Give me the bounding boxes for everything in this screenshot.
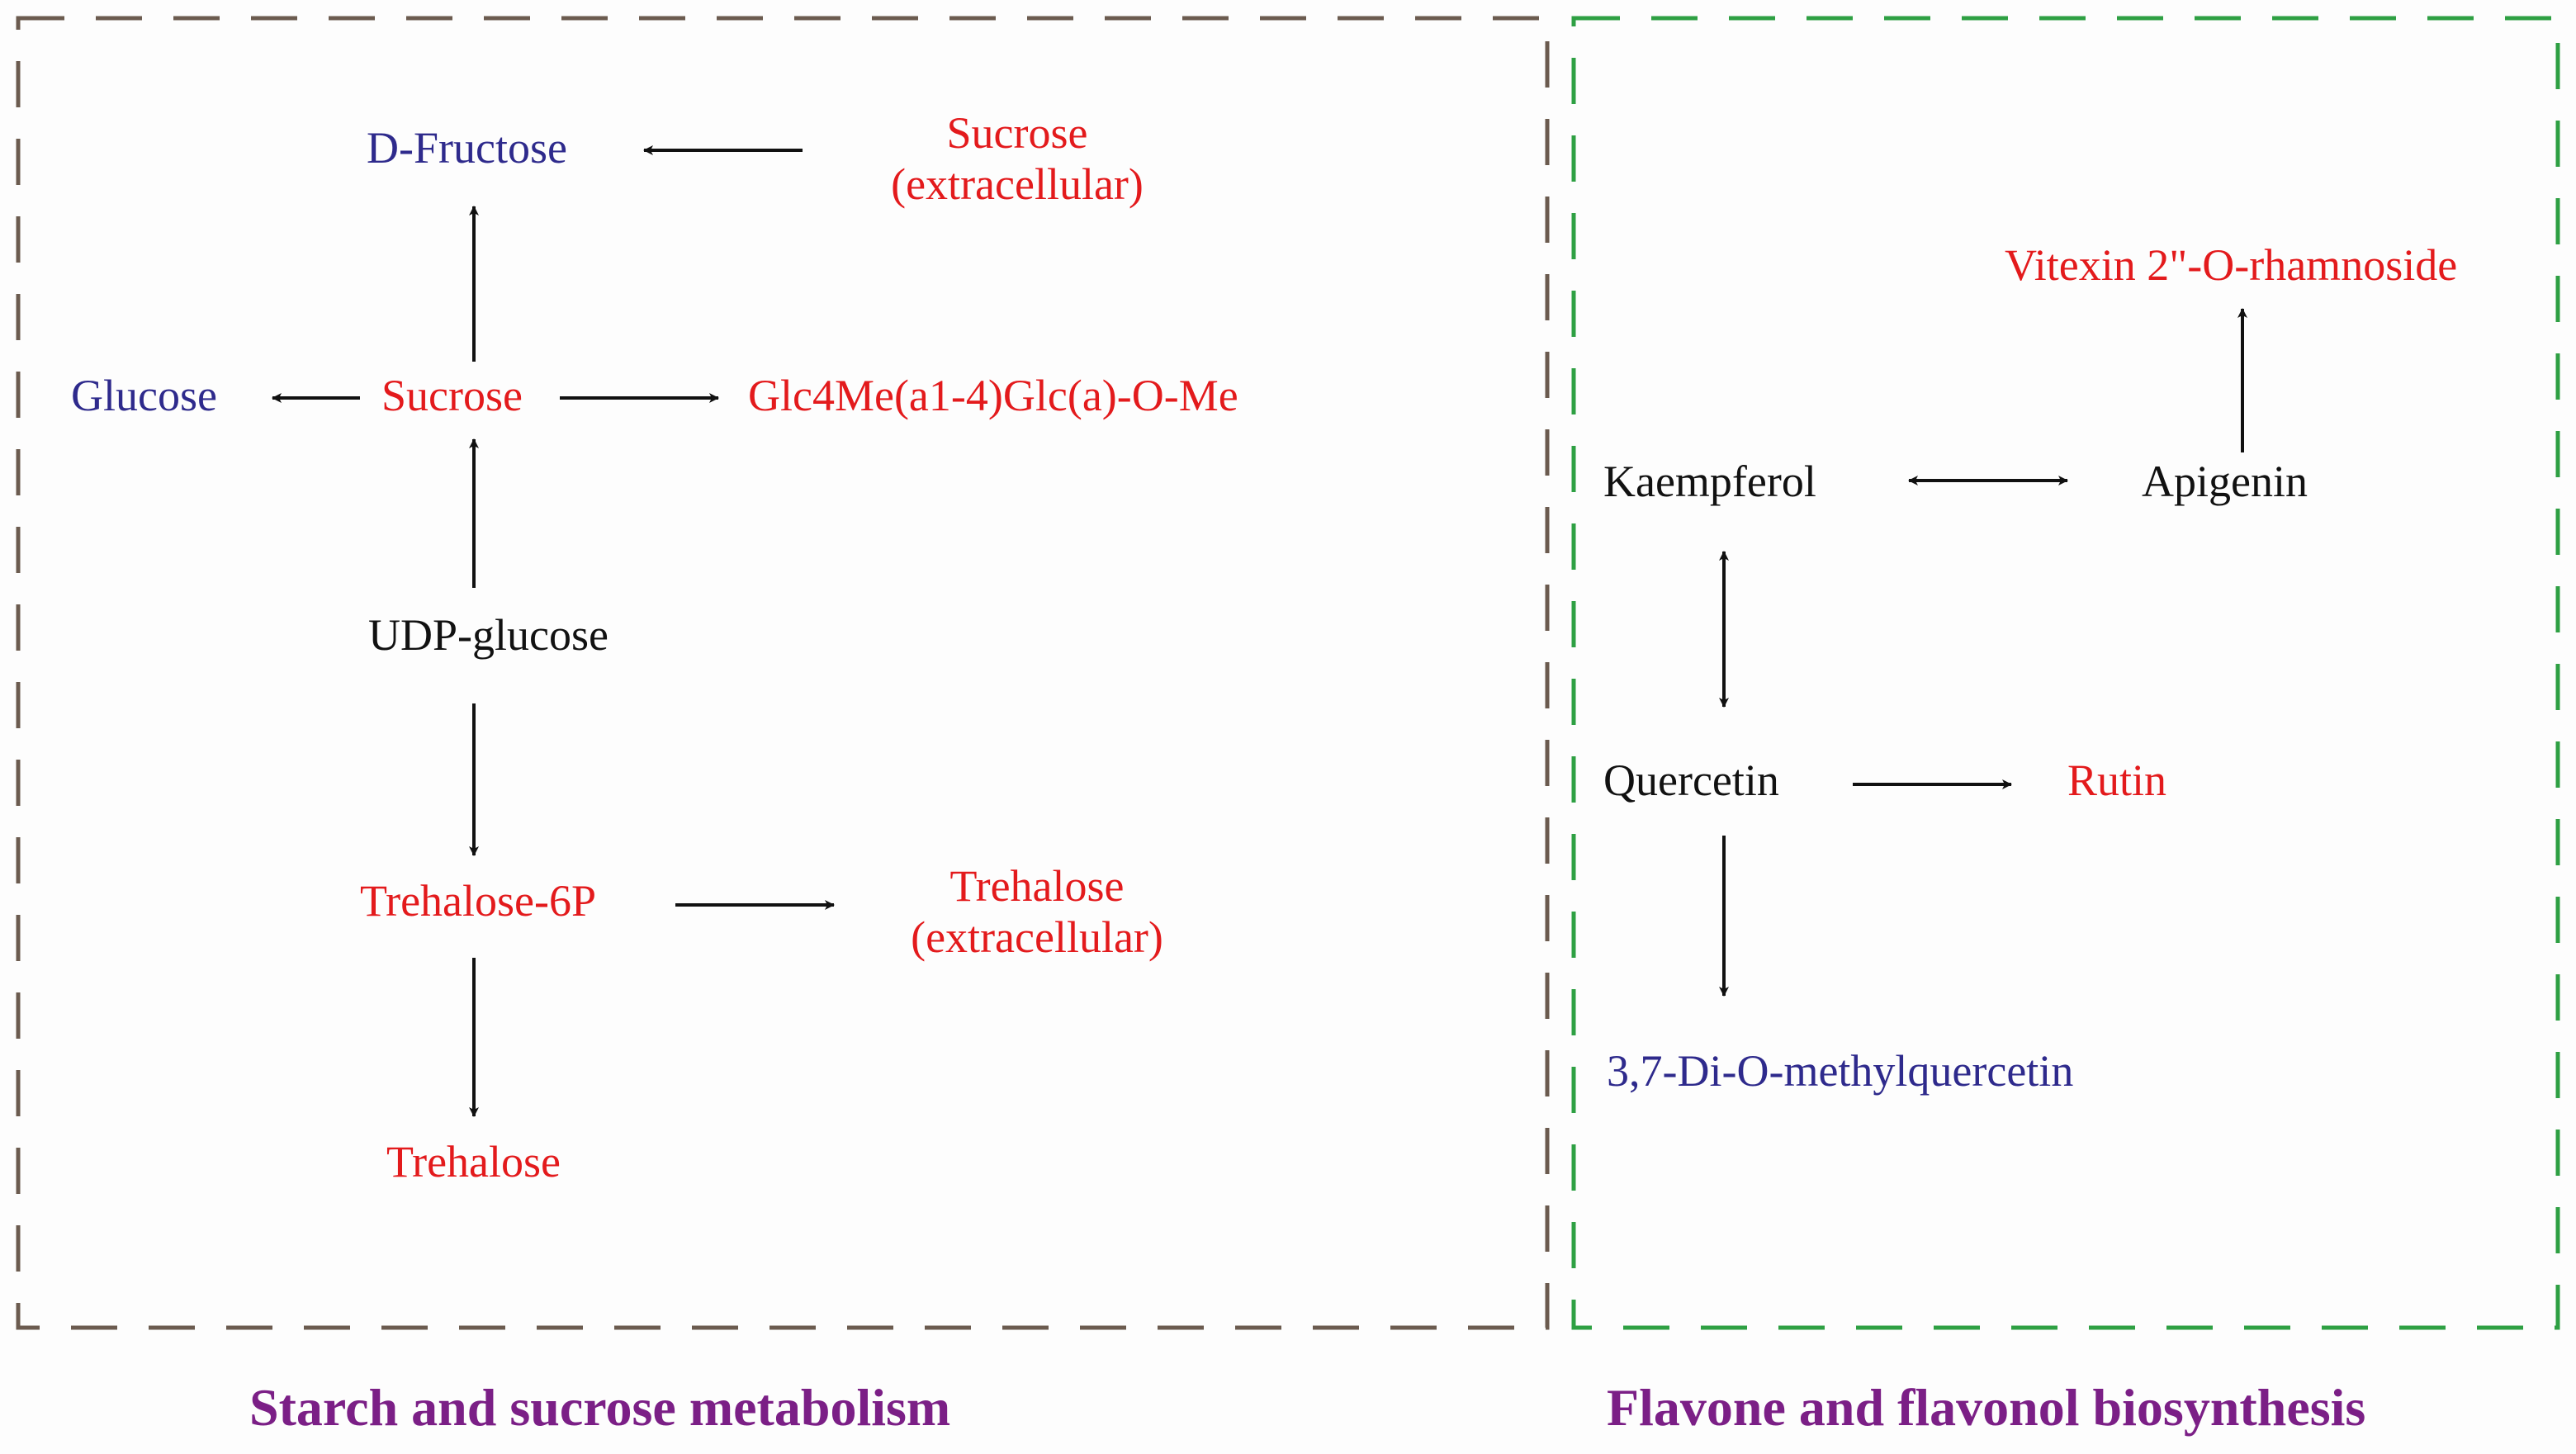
- node-glc4me: Glc4Me(a1-4)Glc(a)-O-Me: [748, 371, 1238, 420]
- right-panel-frame: [1571, 16, 2560, 1330]
- node-rutin: Rutin: [2067, 755, 2167, 805]
- node-trehalose-extracellular: Trehalose (extracellular): [911, 861, 1163, 963]
- node-d-fructose: D-Fructose: [367, 123, 567, 173]
- node-dimethylquercetin: 3,7-Di-O-methylquercetin: [1607, 1046, 2074, 1096]
- node-trehalose: Trehalose: [386, 1137, 561, 1186]
- flavone-panel-border: [1571, 16, 2560, 1330]
- node-glucose: Glucose: [71, 371, 217, 420]
- node-kaempferol: Kaempferol: [1603, 457, 1816, 506]
- node-sucrose-extracellular: Sucrose (extracellular): [891, 108, 1144, 210]
- node-vitexin-rhamnoside: Vitexin 2"-O-rhamnoside: [2005, 240, 2458, 290]
- node-quercetin: Quercetin: [1603, 755, 1779, 805]
- reaction-arrows: [272, 145, 2247, 1117]
- flavone-panel-caption: Flavone and flavonol biosynthesis: [1607, 1378, 2366, 1437]
- node-udp-glucose: UDP-glucose: [368, 610, 608, 660]
- starch-panel-caption: Starch and sucrose metabolism: [249, 1378, 951, 1437]
- node-trehalose-6p: Trehalose-6P: [360, 876, 597, 926]
- starch-panel-border: [16, 16, 1550, 1330]
- left-panel-frame: [16, 16, 1550, 1330]
- node-sucrose: Sucrose: [381, 371, 523, 420]
- node-apigenin: Apigenin: [2142, 457, 2308, 506]
